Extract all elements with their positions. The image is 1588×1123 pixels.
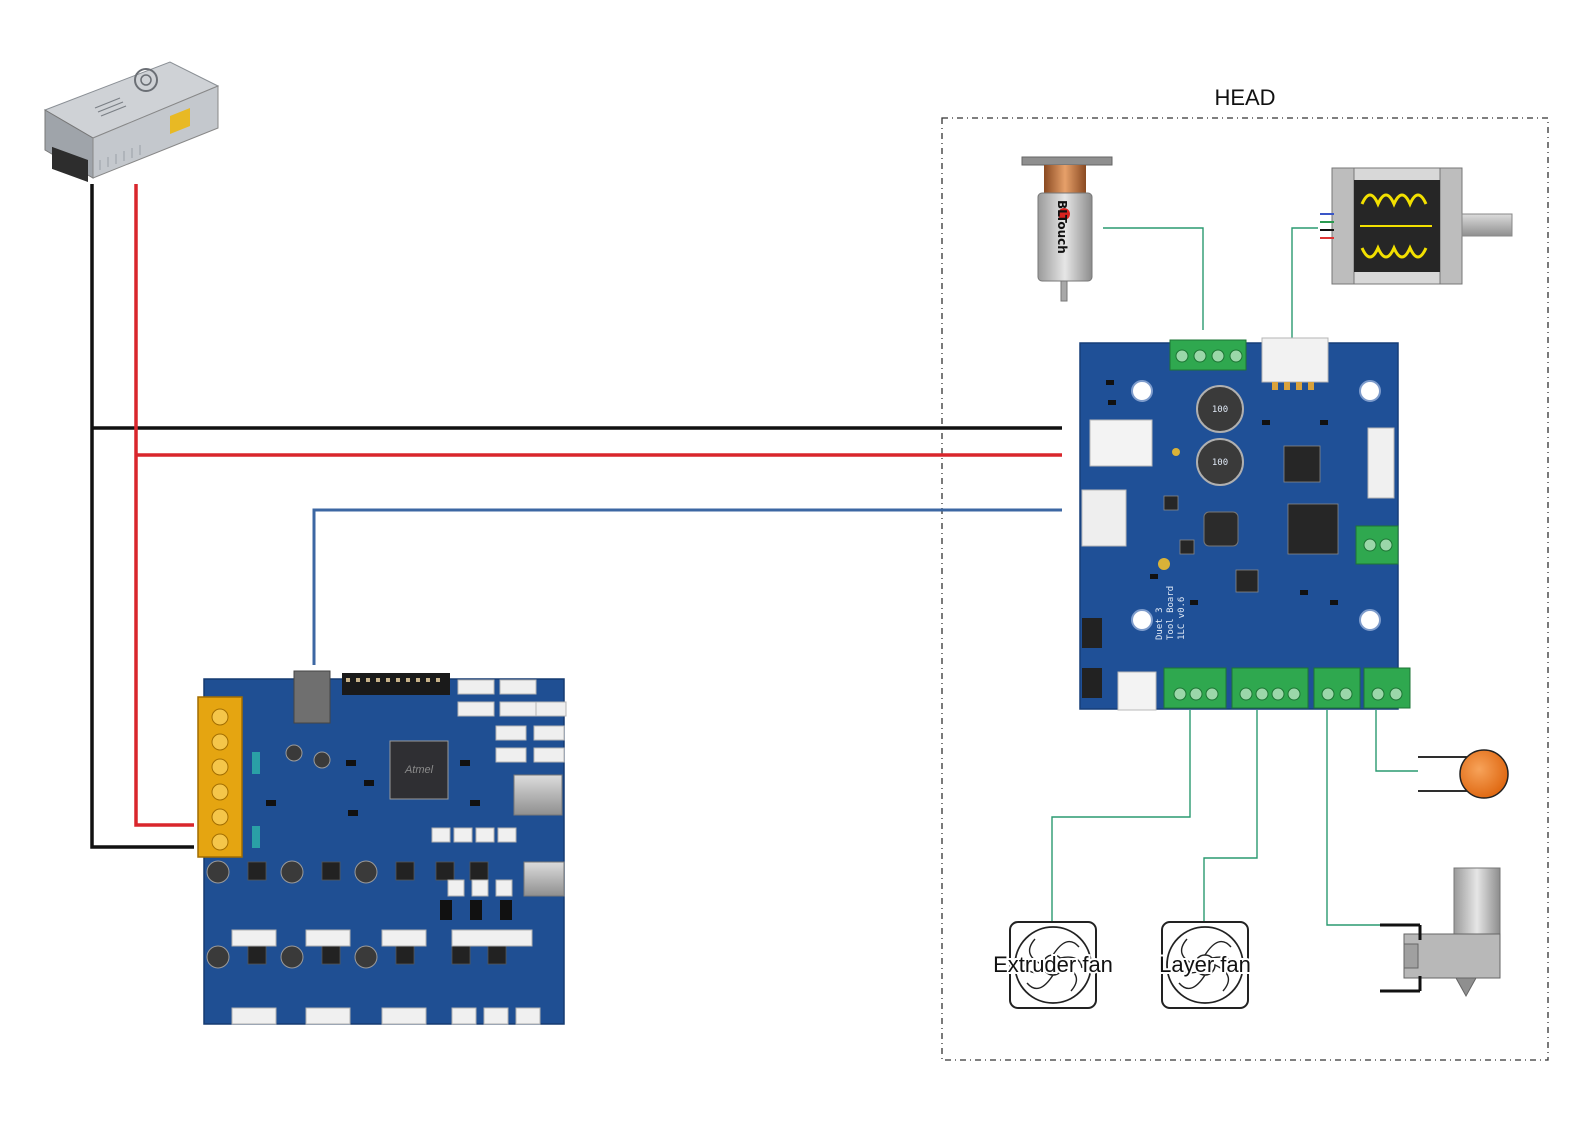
extruder-fan: Extruder fan: [991, 921, 1115, 1009]
toolboard-silkscreen: Duet 3 Tool Board 1LC v0.6: [1155, 586, 1187, 640]
can-bus-wire: [312, 508, 1062, 665]
svg-text:100: 100: [1212, 405, 1228, 415]
motor-wire: [1291, 227, 1318, 338]
head-group-border: [941, 117, 1549, 1061]
mainboard-mcu: Atmel: [389, 740, 449, 800]
layer-fan-label: Layer fan: [1159, 952, 1251, 977]
toolboard-motor-connector: [1261, 337, 1329, 383]
extruder-fan-wire: [1051, 710, 1191, 922]
toolboard: 100 100 Duet 3 Tool Board 1LC v0.6: [1079, 337, 1411, 711]
thermistor-wire: [1375, 710, 1418, 772]
toolboard-capacitors: 100 100: [1196, 385, 1244, 486]
stepper-motor: [1320, 167, 1513, 285]
psu-negative-wire: [90, 184, 194, 849]
hotend-heater: [1380, 867, 1501, 998]
svg-text:Tool Board: Tool Board: [1166, 586, 1176, 640]
svg-text:BLTouch: BLTouch: [1055, 200, 1069, 254]
thermistor: [1418, 749, 1509, 799]
wires: [90, 184, 1418, 926]
probe-wire: [1103, 227, 1204, 330]
power-supply-unit: [43, 61, 220, 183]
psu-positive-wire: [134, 184, 194, 827]
svg-text:100: 100: [1212, 458, 1228, 468]
svg-text:1LC v0.6: 1LC v0.6: [1177, 597, 1187, 640]
toolboard-probe-terminal: [1169, 339, 1247, 371]
svg-text:Duet 3: Duet 3: [1155, 607, 1165, 640]
heater-wire: [1326, 710, 1380, 926]
bltouch-probe: BLTouch: [1021, 156, 1113, 302]
svg-text:Atmel: Atmel: [404, 764, 434, 776]
toolboard-power-connector: [1089, 419, 1153, 467]
toolboard-output-terminals: [1163, 667, 1411, 709]
extruder-fan-label: Extruder fan: [993, 952, 1113, 977]
mainboard-power-terminal: [197, 696, 243, 858]
mainboard: Atmel: [197, 670, 567, 1025]
head-group: HEAD: [941, 85, 1549, 1061]
toolboard-can-connector: [1081, 489, 1127, 547]
layer-fan-wire: [1203, 710, 1258, 922]
head-group-label: HEAD: [1214, 85, 1275, 110]
layer-fan: Layer fan: [1157, 921, 1253, 1009]
